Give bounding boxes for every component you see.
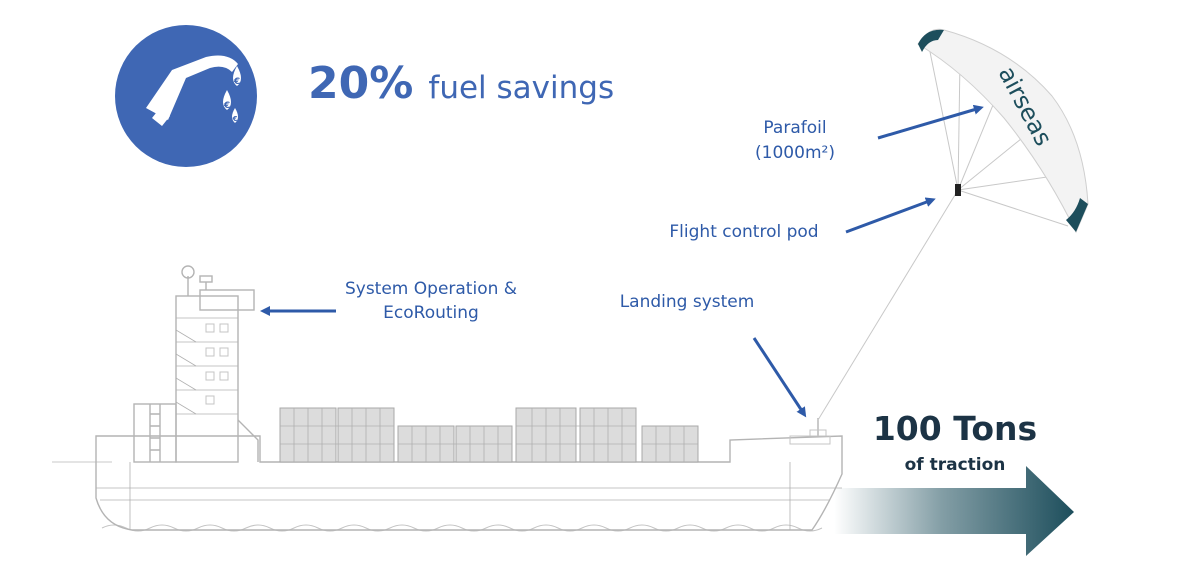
- bow-deck: [789, 418, 831, 445]
- cargo-ship: [95, 265, 843, 531]
- label-parafoil-line2: (1000m²): [755, 143, 835, 163]
- fuel-pump-euro-icon: € € €: [115, 25, 257, 167]
- arrow-to-pod: [845, 197, 936, 234]
- nozzle-handle: [152, 108, 170, 126]
- ship-hull: [95, 435, 843, 531]
- euro-drop-icon: [223, 66, 241, 123]
- annotation-flight-control-pod: Flight control pod: [669, 197, 936, 242]
- traction-arrow: 100 Tons of traction: [834, 409, 1074, 556]
- annotation-landing-system: Landing system: [620, 292, 807, 418]
- airseas-kite: airseas: [917, 28, 1089, 234]
- flight-control-pod: [955, 184, 961, 196]
- svg-text:€: €: [233, 77, 240, 87]
- label-parafoil-line1: Parafoil: [763, 118, 826, 138]
- kite-tether: [817, 189, 959, 421]
- kite-tip-right: [1066, 198, 1088, 232]
- kite-tip-left: [918, 29, 944, 52]
- annotation-system-operation: System Operation & EcoRouting: [260, 279, 517, 323]
- kite-canopy: [917, 28, 1089, 234]
- label-system-operation-line1: System Operation &: [345, 279, 517, 299]
- fuel-savings-headline: 20% fuel savings: [308, 58, 614, 109]
- traction-arrow-shape: [834, 466, 1074, 556]
- savings-percent: 20%: [308, 58, 413, 109]
- svg-text:€: €: [232, 115, 238, 123]
- svg-text:€: €: [223, 101, 230, 111]
- label-flight-control-pod: Flight control pod: [669, 222, 818, 242]
- label-system-operation-line2: EcoRouting: [383, 303, 479, 323]
- traction-value: 100 Tons: [873, 409, 1037, 448]
- annotation-parafoil: Parafoil (1000m²): [755, 104, 984, 163]
- savings-text: fuel savings: [428, 70, 614, 106]
- fuel-icon-circle: [115, 25, 257, 167]
- arrow-to-landing-system: [752, 337, 807, 418]
- water-waves: [101, 524, 823, 532]
- traction-caption: of traction: [905, 455, 1006, 475]
- container-stacks: [279, 407, 699, 463]
- nozzle-shape: [146, 55, 238, 120]
- label-landing-system: Landing system: [620, 292, 755, 312]
- bridge-tower: [133, 265, 259, 463]
- arrow-to-parafoil: [877, 104, 984, 140]
